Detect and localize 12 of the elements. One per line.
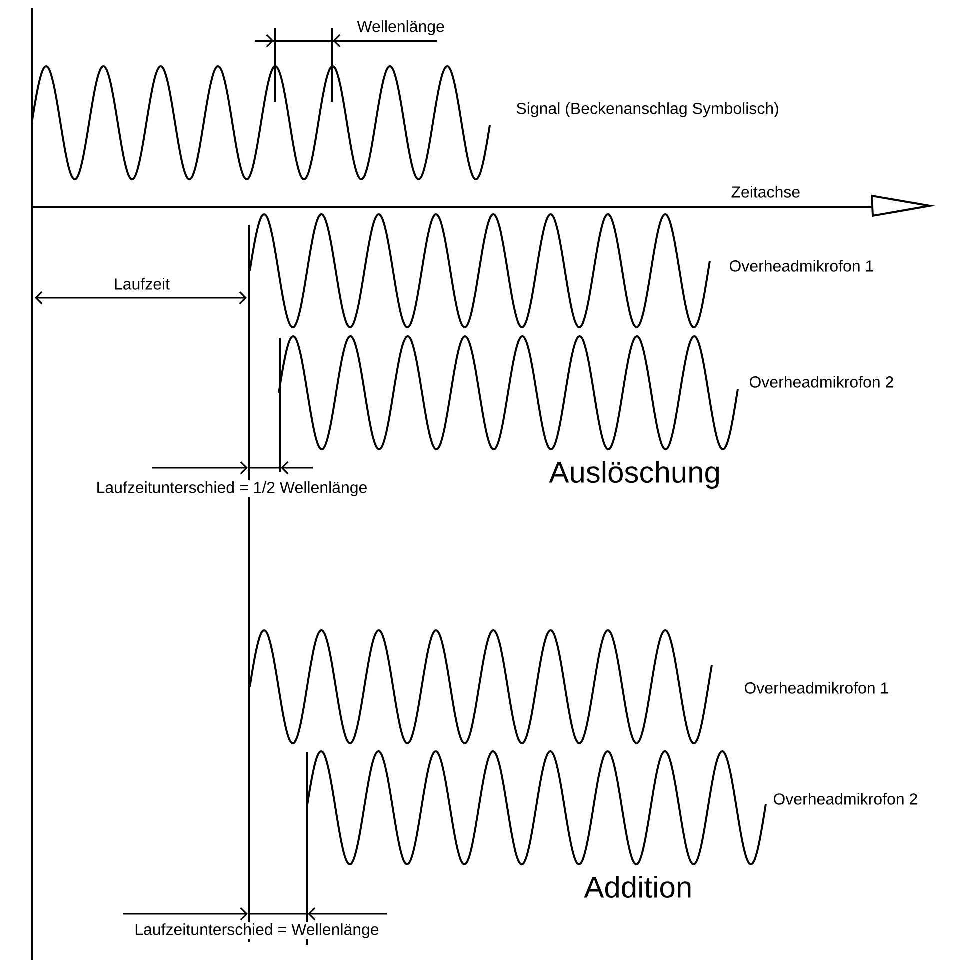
dimension-label: Laufzeitunterschied = Wellenlänge [134,922,380,940]
dimension-label: Wellenlänge [357,20,444,36]
track-label: Overheadmikrofon 1 [730,260,874,272]
result-label: Addition [584,876,691,898]
signal-label: Signal (Beckenanschlag Symbolisch) [516,102,778,118]
track-label: Overheadmikrofon 1 [744,682,888,694]
track-label: Overheadmikrofon 2 [750,376,894,388]
result-label: Auslöschung [549,461,720,489]
track-label: Overheadmikrofon 2 [774,793,918,805]
dimension-label: Laufzeitunterschied = 1/2 Wellenlänge [95,480,369,498]
dimension-label: Laufzeit [115,278,170,290]
axis-label: Zeitachse [732,186,800,198]
